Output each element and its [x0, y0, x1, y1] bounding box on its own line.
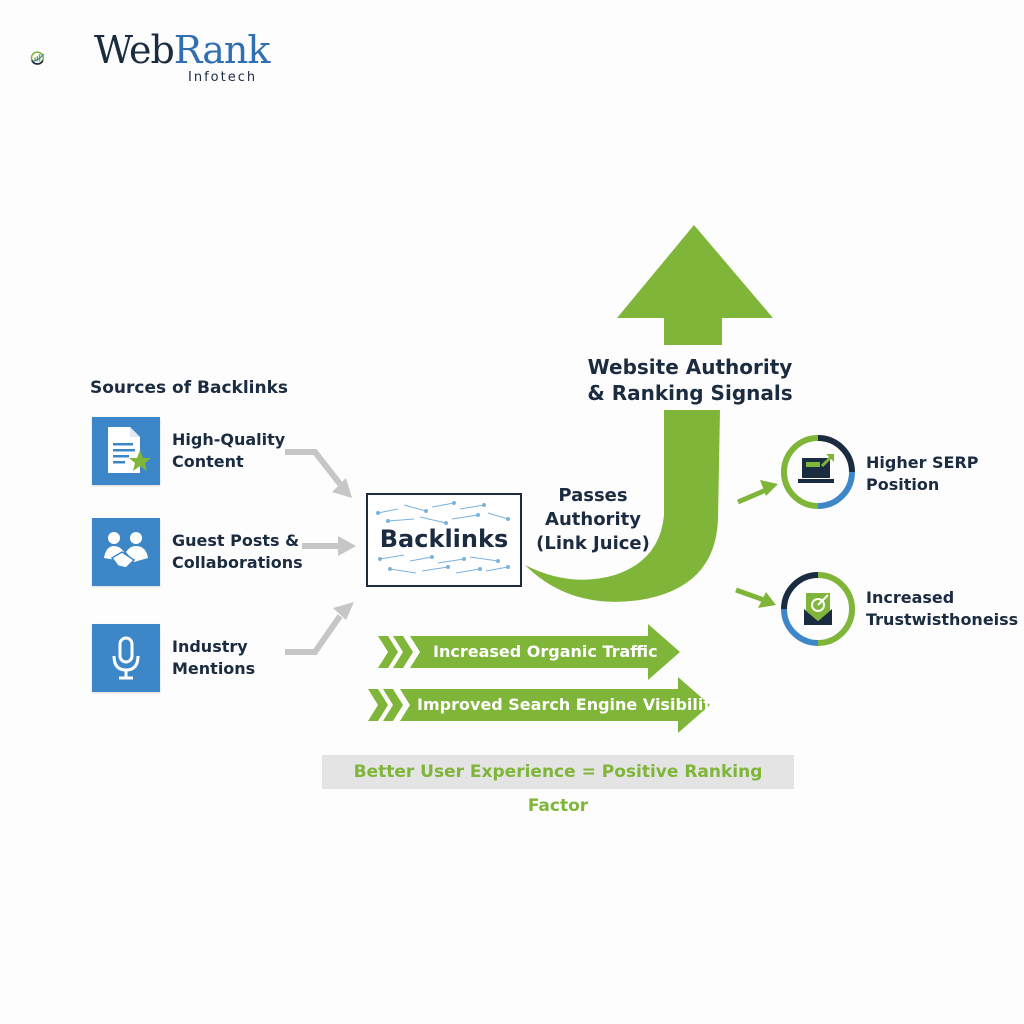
arrowhead-guest: [338, 536, 356, 556]
source-label-guest-posts: Guest Posts & Collaborations: [172, 531, 303, 572]
arrowhead-content: [332, 478, 352, 498]
source-icon-mentions: [92, 624, 160, 692]
outcome-label-serp: Higher SERP Position: [866, 453, 979, 494]
logo-swoosh: [32, 53, 45, 62]
logo-bar-2: [36, 56, 39, 62]
source-label-mentions: Industry Mentions: [172, 637, 256, 678]
microphone-icon: [112, 636, 140, 680]
backlinks-label: Backlinks: [379, 525, 509, 553]
banner-search-visibility: [368, 677, 710, 733]
authority-curve-arrow: [525, 410, 720, 602]
source-icon-content: [92, 417, 160, 485]
authority-arrow-head: [617, 225, 773, 345]
backlinks-box: Backlinks: [366, 493, 522, 587]
logo-rank: Rank: [173, 28, 271, 72]
logo-web: Web: [94, 28, 175, 72]
logo-wordmark: WebRank: [94, 28, 271, 72]
outcome-label-trust: Increased Trustwisthoneiss: [866, 588, 1019, 629]
shield-target-icon: [804, 593, 832, 625]
arrow-to-serp: [737, 487, 767, 505]
arrow-to-trust: [735, 587, 765, 603]
banner-search-visibility-label: Improved Search Engine Visibility: [417, 695, 722, 714]
handshake-icon: [104, 532, 148, 569]
source-icon-guest-posts: [92, 518, 160, 586]
arrow-content-to-backlinks: [285, 449, 343, 486]
trust-ring: [781, 572, 855, 646]
logo-bar-1: [34, 57, 36, 62]
logo-subtitle: Infotech: [188, 70, 258, 85]
arrowhead-trust: [758, 592, 776, 608]
source-label-content: High-Quality Content: [172, 430, 286, 471]
arrowhead-serp: [760, 480, 778, 496]
passes-authority-text: Passes Authority (Link Juice): [536, 485, 650, 554]
document-star-icon: [108, 427, 151, 473]
arrow-mentions-to-backlinks: [285, 614, 343, 655]
website-authority-title: Website Authority & Ranking Signals: [587, 355, 793, 405]
arrowhead-mentions: [333, 602, 354, 620]
logo-mark: [30, 51, 45, 65]
sources-title: Sources of Backlinks: [90, 378, 289, 398]
serp-ring: [781, 435, 855, 509]
banner-organic-traffic: [378, 624, 680, 680]
link-network-pattern: [376, 501, 510, 574]
footer-ranking-factor: Better User Experience = Positive Rankin…: [322, 755, 794, 816]
banner-organic-traffic-label: Increased Organic Traffic: [433, 642, 658, 661]
laptop-growth-icon: [798, 454, 834, 483]
